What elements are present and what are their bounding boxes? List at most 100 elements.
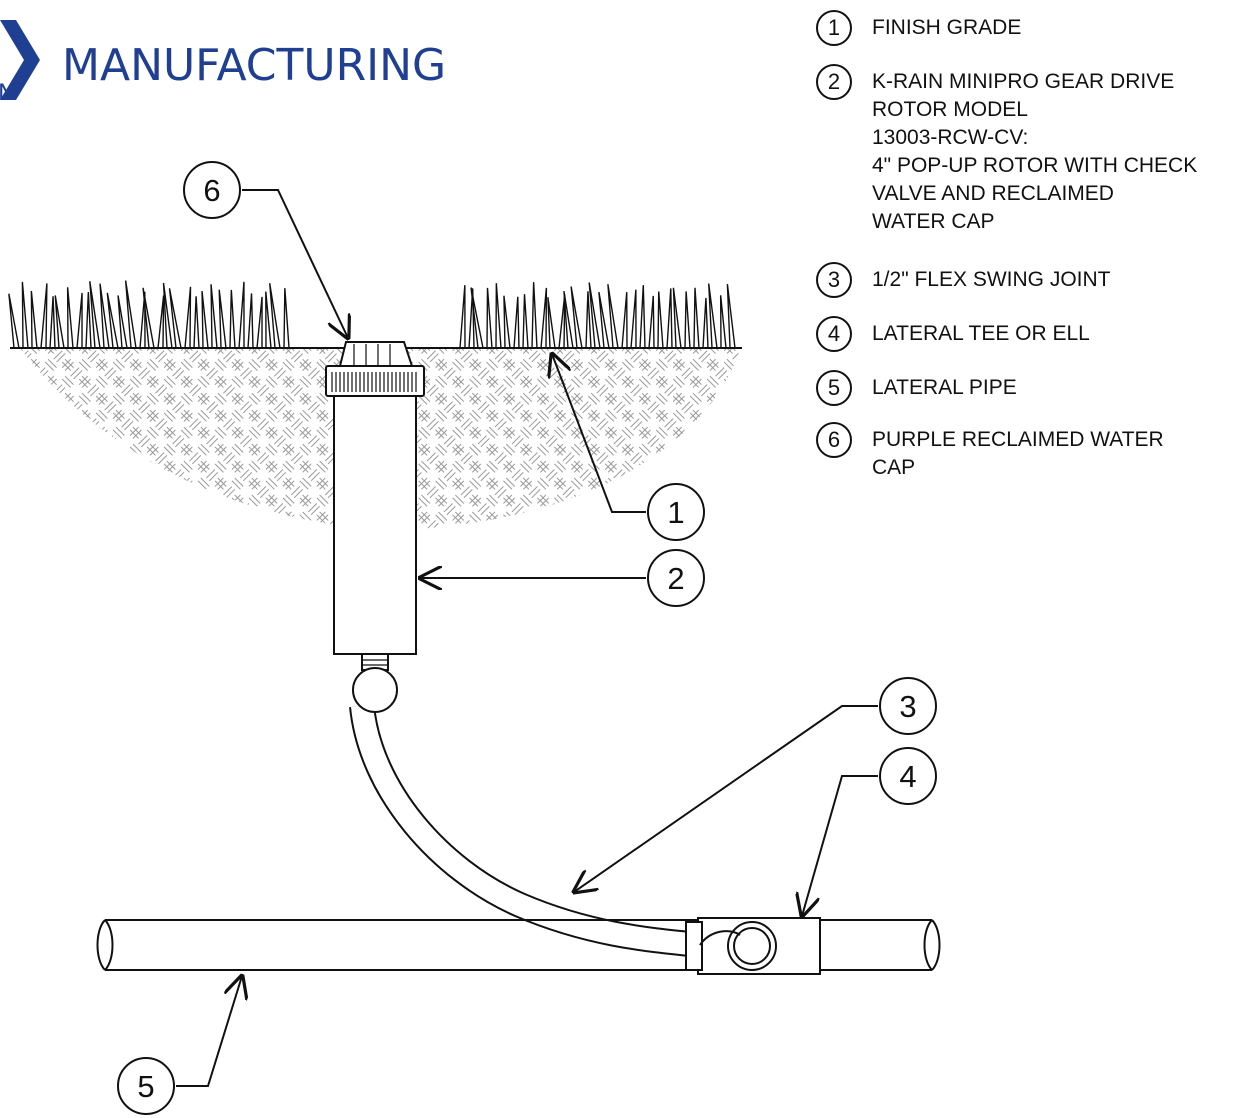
- grass-blade: [201, 290, 209, 349]
- grass-blade: [238, 281, 245, 349]
- grass-blade: [54, 295, 65, 349]
- grass-blade: [598, 291, 610, 349]
- grass-blade: [726, 284, 736, 349]
- grass-blade: [99, 283, 110, 349]
- grass-blade: [486, 287, 493, 349]
- turf-left: [8, 280, 290, 349]
- legend-num: 6: [816, 422, 852, 458]
- rotor-cap: [338, 341, 414, 367]
- grass-blade: [666, 288, 673, 349]
- grass-blade: [585, 291, 592, 349]
- legend-text: LATERAL PIPE: [872, 376, 1017, 399]
- grass-blade: [229, 289, 236, 349]
- grass-blade: [139, 291, 146, 349]
- legend-num: 5: [816, 370, 852, 406]
- grass-blade: [269, 283, 281, 349]
- grass-blade: [630, 289, 637, 349]
- grass-blade: [8, 293, 20, 349]
- grass-blade: [40, 283, 48, 349]
- grass-blade: [124, 280, 137, 349]
- grass-blade: [468, 288, 475, 349]
- grass-blade: [459, 285, 466, 349]
- grass-blade: [210, 284, 218, 349]
- grass-blade: [693, 287, 700, 349]
- grass-blade: [21, 281, 29, 349]
- callout-6: 6: [183, 161, 241, 219]
- grass-blade: [168, 288, 182, 349]
- grass-blade: [540, 287, 548, 349]
- brand-wordmark: MANUFACTURING: [62, 40, 447, 91]
- grass-blade: [76, 292, 83, 349]
- grass-blade: [547, 297, 556, 349]
- legend-num: 4: [816, 316, 852, 352]
- grass-blade: [702, 297, 709, 349]
- grass-blade: [708, 283, 718, 349]
- svg-text:4: 4: [899, 759, 916, 794]
- leader-4: [802, 775, 878, 916]
- leader-3: [574, 705, 878, 892]
- grass-blade: [30, 290, 38, 349]
- grass-blade: [621, 292, 628, 349]
- grass-blade: [719, 295, 727, 349]
- grass-blade: [588, 282, 601, 349]
- callout-5: 5: [117, 1057, 175, 1115]
- grass-blade: [66, 287, 74, 349]
- legend-num: 1: [816, 10, 852, 46]
- grass-blade: [495, 283, 502, 349]
- grass-blade: [563, 291, 574, 349]
- legend-num: 3: [816, 262, 852, 298]
- grass-blade: [684, 291, 691, 349]
- grass-blade: [639, 285, 646, 349]
- grass-blade: [470, 287, 484, 349]
- grass-blade: [193, 296, 200, 349]
- callout-1: 1: [647, 483, 705, 541]
- grass-blade: [247, 293, 254, 349]
- leader-6: [242, 189, 348, 338]
- grass-blade: [49, 296, 56, 349]
- grass-blade: [142, 287, 155, 349]
- svg-text:5: 5: [137, 1069, 154, 1104]
- grass-blade: [256, 296, 263, 349]
- rotor-body: [333, 393, 417, 655]
- leader-5: [176, 976, 242, 1087]
- legend-text: K-RAIN MINIPRO GEAR DRIVE ROTOR MODEL 13…: [872, 70, 1198, 233]
- grass-blade: [157, 295, 165, 349]
- callout-4: 4: [879, 747, 937, 805]
- grass-blade: [218, 289, 227, 349]
- grass-blade: [531, 282, 538, 349]
- legend-text: PURPLE RECLAIMED WATER CAP: [872, 428, 1164, 479]
- brand-partial-letter: N: [0, 81, 14, 100]
- legend-text: 1/2" FLEX SWING JOINT: [872, 268, 1111, 291]
- turf-right: [459, 282, 736, 349]
- grass-blade: [648, 295, 655, 349]
- lateral-tee: [685, 917, 821, 975]
- callout-2: 2: [647, 549, 705, 607]
- grass-blade: [503, 295, 511, 349]
- grass-blade: [162, 282, 173, 349]
- brand-logo-mark: N: [0, 20, 40, 100]
- grass-blade: [558, 294, 566, 349]
- grass-blade: [117, 295, 128, 349]
- grass-blade: [570, 286, 583, 349]
- svg-text:2: 2: [667, 561, 684, 596]
- grass-blade: [265, 291, 272, 349]
- grass-blade: [522, 294, 529, 349]
- grass-blade: [89, 281, 101, 349]
- legend-text: FINISH GRADE: [872, 16, 1022, 39]
- leader-1: [552, 354, 646, 513]
- legend-num: 2: [816, 64, 852, 100]
- grass-blade: [657, 291, 664, 349]
- rotor: [325, 341, 425, 671]
- svg-text:1: 1: [667, 495, 684, 530]
- grass-blade: [106, 292, 119, 349]
- grass-blade: [607, 284, 619, 349]
- svg-text:3: 3: [899, 689, 916, 724]
- legend-text: LATERAL TEE OR ELL: [872, 322, 1090, 345]
- grass-blade: [85, 292, 92, 349]
- grass-blade: [184, 286, 192, 349]
- rotor-collar: [325, 365, 425, 397]
- svg-text:6: 6: [203, 173, 220, 208]
- callout-3: 3: [879, 677, 937, 735]
